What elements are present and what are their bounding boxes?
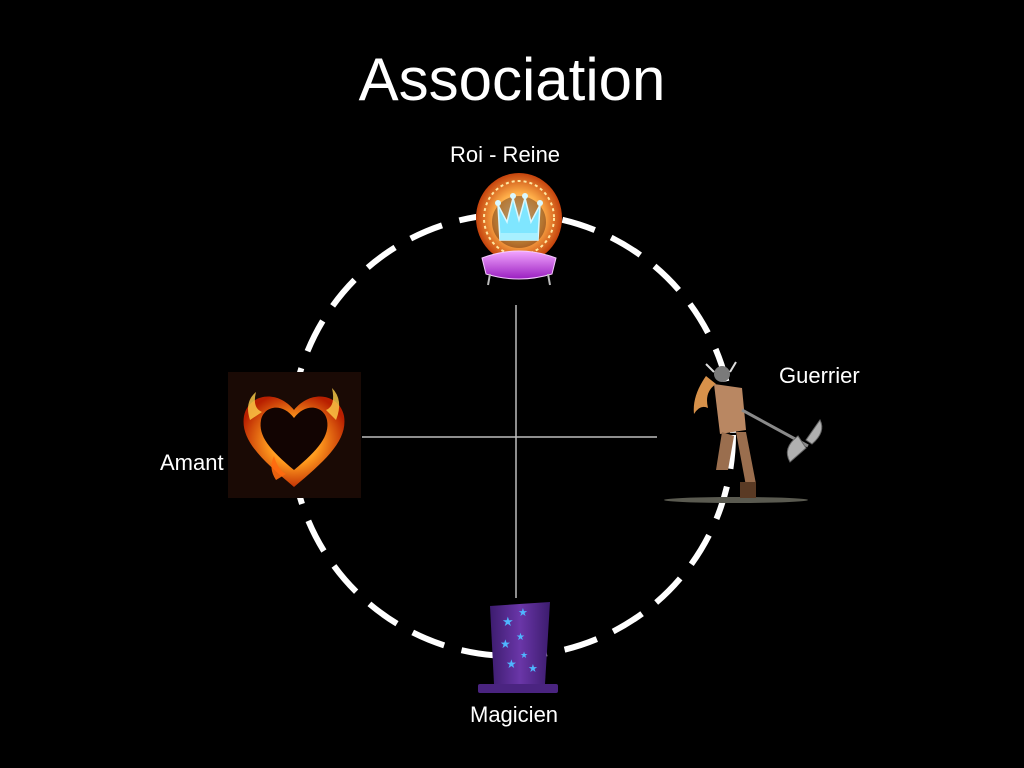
crown-throne-icon bbox=[476, 173, 562, 286]
wizard-hat-icon: ★ ★ ★ ★ ★ ★ ★ bbox=[478, 602, 558, 693]
svg-text:★: ★ bbox=[520, 650, 528, 660]
warrior-axe-icon bbox=[664, 361, 823, 503]
svg-text:★: ★ bbox=[518, 607, 528, 619]
node-label-amant: Amant bbox=[160, 450, 224, 475]
burning-heart-icon bbox=[228, 372, 361, 498]
page-title: Association bbox=[358, 46, 666, 113]
svg-text:★: ★ bbox=[516, 632, 525, 643]
node-label-guerrier: Guerrier bbox=[779, 363, 860, 388]
svg-text:★: ★ bbox=[528, 663, 538, 675]
node-label-roi-reine: Roi - Reine bbox=[450, 142, 561, 167]
svg-text:★: ★ bbox=[502, 614, 514, 629]
svg-text:★: ★ bbox=[506, 657, 517, 671]
svg-text:★: ★ bbox=[500, 637, 511, 651]
node-label-magicien: Magicien bbox=[470, 702, 559, 727]
